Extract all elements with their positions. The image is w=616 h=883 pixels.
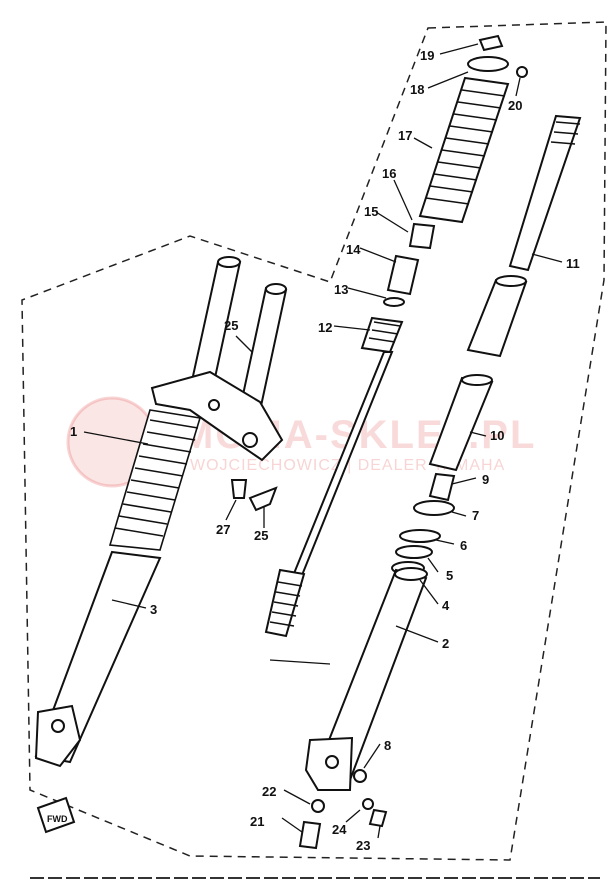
callout-24: 24 xyxy=(332,822,347,837)
callout-25-upper: 25 xyxy=(224,318,238,333)
assembly-boundary xyxy=(21,21,607,861)
left-fork-assembly xyxy=(34,256,288,768)
callout-5: 5 xyxy=(446,568,453,583)
callout-14: 14 xyxy=(346,242,361,257)
fwd-badge-label: FWD xyxy=(47,814,68,824)
callout-9: 9 xyxy=(482,472,489,487)
callout-13: 13 xyxy=(334,282,348,297)
callout-15: 15 xyxy=(364,204,378,219)
callout-18: 18 xyxy=(410,82,424,97)
leader-lines xyxy=(83,43,563,839)
damper-rod xyxy=(264,316,404,665)
bracket-hardware xyxy=(230,479,278,512)
callout-17: 17 xyxy=(398,128,412,143)
callout-6: 6 xyxy=(460,538,467,553)
callout-4: 4 xyxy=(442,598,450,613)
callout-7: 7 xyxy=(472,508,479,523)
callout-16: 16 xyxy=(382,166,396,181)
callout-labels: 1 2 3 4 5 6 7 8 9 10 11 12 13 14 15 16 1… xyxy=(70,48,580,853)
callout-22: 22 xyxy=(262,784,276,799)
callout-12: 12 xyxy=(318,320,332,335)
callout-8: 8 xyxy=(384,738,391,753)
right-inner-tube xyxy=(428,114,582,502)
callout-23: 23 xyxy=(356,838,370,853)
callout-10: 10 xyxy=(490,428,504,443)
callout-20: 20 xyxy=(508,98,522,113)
callout-27: 27 xyxy=(216,522,230,537)
callout-3: 3 xyxy=(150,602,157,617)
upper-right-stack xyxy=(383,34,528,307)
callout-2: 2 xyxy=(442,636,449,651)
fwd-badge: FWD xyxy=(36,796,76,834)
right-outer-tube xyxy=(298,567,428,850)
callout-25-lower: 25 xyxy=(254,528,268,543)
callout-1: 1 xyxy=(70,424,77,439)
seal-set xyxy=(391,500,455,575)
callout-11: 11 xyxy=(566,256,580,271)
callout-21: 21 xyxy=(250,814,264,829)
callout-19: 19 xyxy=(420,48,434,63)
